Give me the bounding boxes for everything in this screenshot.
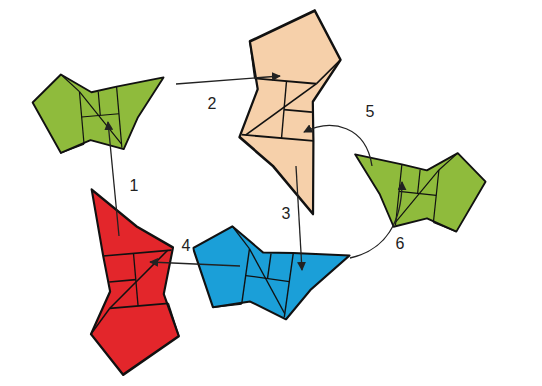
peach-unit [233,5,344,215]
move-arrow [176,76,280,84]
red-unit [78,183,183,377]
green-unit [30,66,169,157]
callout-number: 1 [128,177,141,195]
callout-number: 4 [180,237,193,255]
callout-number: 3 [280,205,293,223]
move-arrow [150,262,240,266]
move-arrow [296,166,302,270]
move-arrow [304,126,372,166]
blue-unit [185,221,351,326]
green-unit [348,142,488,235]
move-arrow [108,122,119,236]
callout-number: 5 [364,103,377,121]
callout-number: 2 [206,95,219,113]
callout-number: 6 [394,235,407,253]
